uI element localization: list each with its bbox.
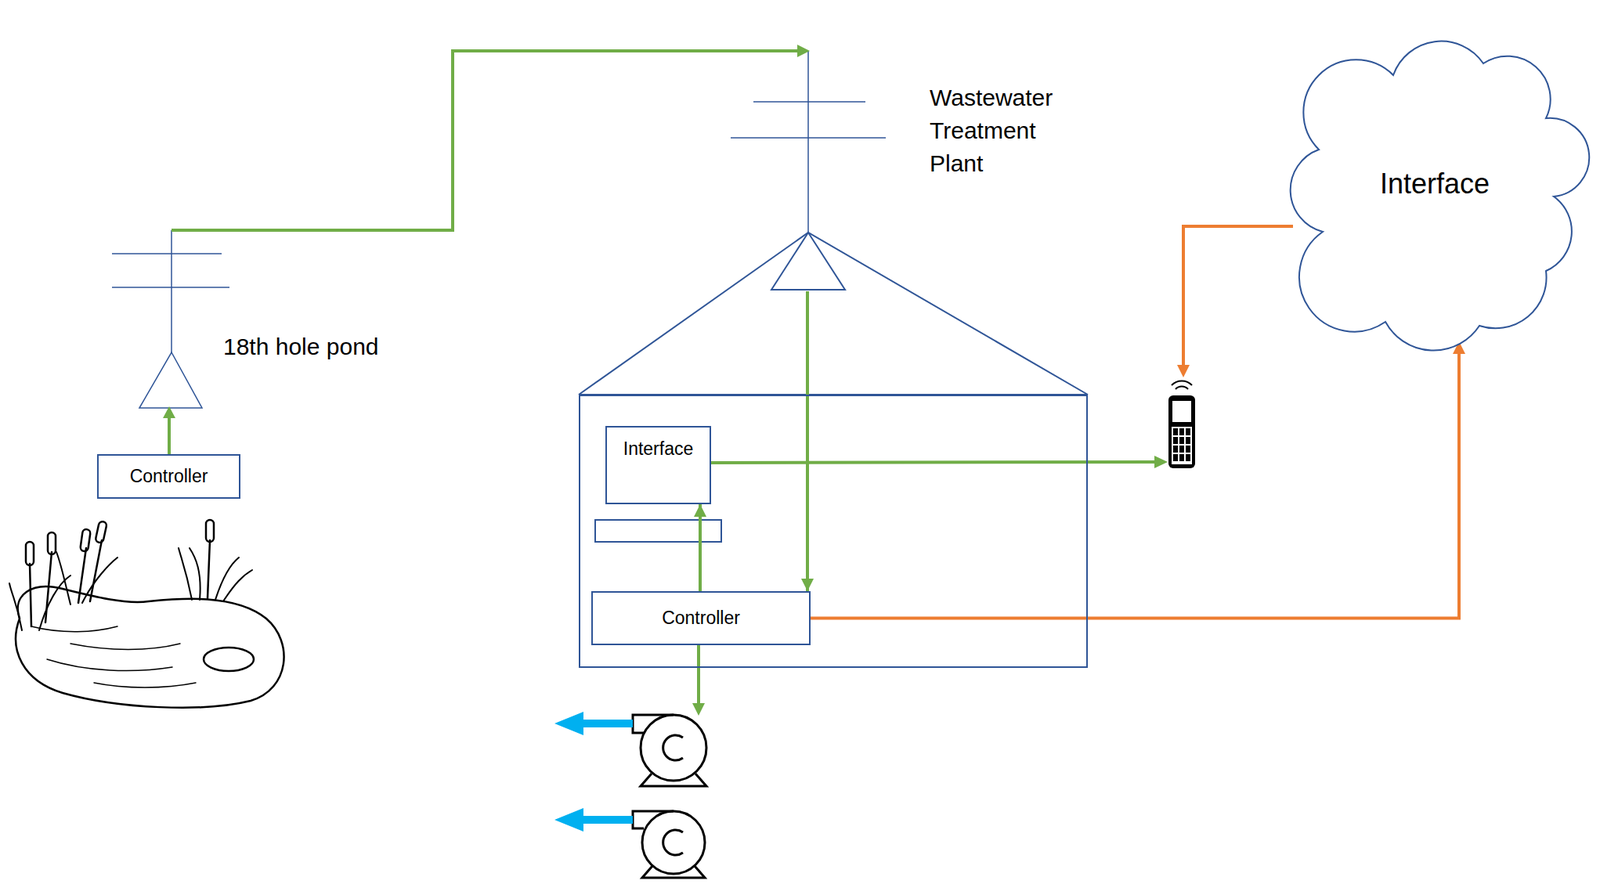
- controller-box: Controller: [591, 591, 811, 646]
- phone-icon: [1168, 380, 1196, 469]
- interface-box: Interface: [605, 426, 712, 505]
- signal-connector: [698, 504, 702, 592]
- flow-arrow: [554, 711, 633, 736]
- pump-symbol: [632, 811, 705, 878]
- signal-line: [1183, 226, 1294, 367]
- box-label: Interface: [1379, 167, 1490, 201]
- box-label: Interface: [623, 438, 694, 460]
- plant-building: Wastewater Treatment PlantInterfaceContr…: [578, 394, 1088, 669]
- building-roof: [578, 232, 1088, 395]
- box-label: Controller: [130, 465, 209, 488]
- arrow-head: [1177, 364, 1190, 378]
- signal-line: [697, 643, 701, 705]
- signal-connector: [169, 50, 808, 592]
- signal-line: [709, 462, 1156, 463]
- cloud-interface: Interface: [1275, 20, 1594, 358]
- pump-symbol: [632, 715, 707, 787]
- flow-arrow: [554, 808, 633, 832]
- keyboard: [595, 520, 722, 542]
- arrow-head: [1154, 455, 1168, 469]
- pond-antenna: [111, 230, 230, 409]
- box-label: Controller: [661, 607, 741, 629]
- plant-heading: Wastewater Treatment Plant: [929, 81, 1087, 181]
- cloud-outline: [1290, 41, 1590, 351]
- site-label: 18th hole pond: [223, 333, 380, 361]
- signal-connector: [810, 341, 1460, 619]
- arrow-head: [692, 703, 705, 716]
- plant-antenna: [730, 50, 886, 233]
- controller-box: Controller: [97, 454, 241, 499]
- pond-illustration: [9, 520, 285, 708]
